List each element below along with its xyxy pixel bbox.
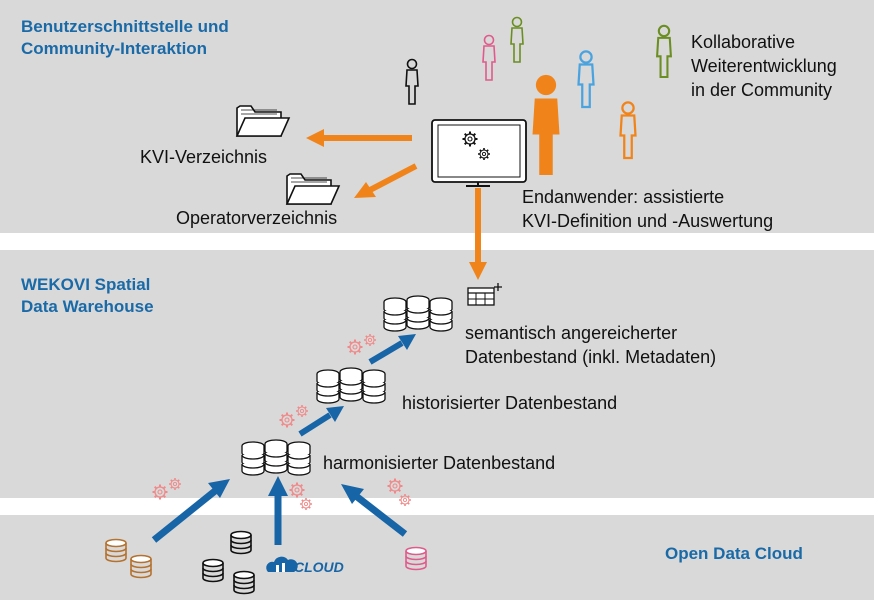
middle-section-band <box>0 250 874 498</box>
end-user-label-line: Endanwender: assistierte <box>522 187 725 207</box>
arrow-right-source-to-harmonized <box>341 484 408 537</box>
end-user-label-line: KVI-Definition und -Auswertung <box>522 211 774 231</box>
middle-section-title-line: WEKOVI Spatial <box>21 275 151 294</box>
arrow-harmonized-to-historized <box>298 406 344 437</box>
top-section-title-line: Benutzerschnittstelle und <box>21 17 229 36</box>
community-member-icon <box>619 101 637 160</box>
community-member-icon <box>482 34 496 81</box>
semantic-dataset-icon <box>383 295 453 332</box>
cloud-logo: CLOUD <box>266 556 344 575</box>
community-label: Kollaborative Weiterentwicklung in der C… <box>691 30 837 102</box>
community-label-line: Weiterentwicklung <box>691 56 837 76</box>
end-user-label: Endanwender: assistierte KVI-Definition … <box>522 185 773 233</box>
arrow-historized-to-semantic <box>368 334 416 365</box>
kvi-folder-icon <box>236 105 290 137</box>
semantic-dataset-label-line: Datenbestand (inkl. Metadaten) <box>465 347 717 367</box>
arrow-to-semantic-dataset <box>469 188 487 280</box>
cloud-logo-text: CLOUD <box>294 559 344 575</box>
harmonized-dataset-label: harmonisierter Datenbestand <box>323 453 556 473</box>
community-member-icon <box>510 16 524 63</box>
community-member-icon <box>577 50 595 109</box>
community-label-line: in der Community <box>691 80 833 100</box>
arrow-to-operator-directory <box>354 163 418 198</box>
semantic-dataset-label-line: semantisch angereicherter <box>465 323 678 343</box>
middle-section-title-line: Data Warehouse <box>21 297 154 316</box>
top-section-band <box>0 0 874 233</box>
kvi-directory-label: KVI-Verzeichnis <box>140 147 268 167</box>
operator-directory-label: Operatorverzeichnis <box>176 208 338 228</box>
semantic-dataset-label: semantisch angereicherter Datenbestand (… <box>465 321 716 369</box>
historized-dataset-icon <box>316 367 386 404</box>
pink-database-icon <box>405 546 427 571</box>
bottom-section-title: Open Data Cloud <box>665 544 803 563</box>
historized-dataset-label: historisierter Datenbestand <box>402 393 618 413</box>
arrow-cloud-to-harmonized <box>268 476 288 545</box>
arrow-to-kvi-directory <box>306 129 412 147</box>
community-member-icon <box>656 24 672 79</box>
black-database-icon <box>202 530 255 595</box>
end-user-icon <box>532 74 560 175</box>
monitor-icon <box>431 119 527 187</box>
community-label-line: Kollaborative <box>691 32 796 52</box>
operator-folder-icon <box>286 173 340 205</box>
community-member-icon <box>405 58 419 105</box>
brown-database-icon <box>105 538 152 579</box>
table-add-icon <box>467 283 502 306</box>
top-section-title: Benutzerschnittstelle und Community-Inte… <box>21 16 229 60</box>
top-section-title-line: Community-Interaktion <box>21 39 208 58</box>
middle-section-title: WEKOVI Spatial Data Warehouse <box>21 274 154 318</box>
harmonized-dataset-icon <box>241 439 311 476</box>
arrow-left-source-to-harmonized <box>151 479 230 543</box>
